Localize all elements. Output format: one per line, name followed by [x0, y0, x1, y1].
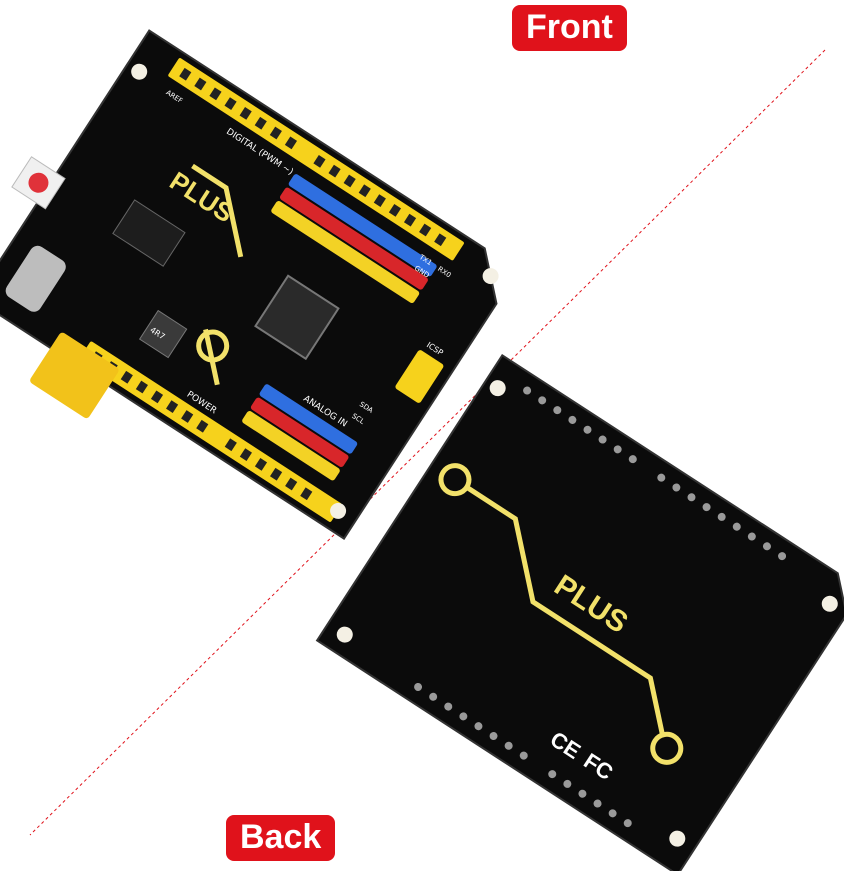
- front-trace: [191, 163, 244, 386]
- front-pin-rows-top: [271, 174, 437, 304]
- regulator: [112, 199, 186, 267]
- divider-line: [29, 49, 826, 836]
- front-pin-rows-bottom: [242, 384, 358, 481]
- front-pcb: [0, 29, 498, 540]
- front-label: Front: [512, 5, 627, 51]
- reset-button: [28, 172, 49, 193]
- back-label: Back: [226, 815, 336, 861]
- dc-jack: [30, 332, 119, 419]
- inductor: [138, 309, 188, 359]
- back-pin-holes: [414, 386, 787, 828]
- back-trace: [463, 484, 665, 734]
- back-board: PLUS CE FC: [315, 353, 844, 871]
- icsp-header: [395, 350, 444, 403]
- usb-c-port: [5, 245, 66, 312]
- mcu-chip: [254, 274, 340, 361]
- back-pcb: [315, 353, 844, 871]
- front-board: PLUS DIGITAL (PWM ~) ANALOG IN POWER ICS…: [0, 29, 499, 540]
